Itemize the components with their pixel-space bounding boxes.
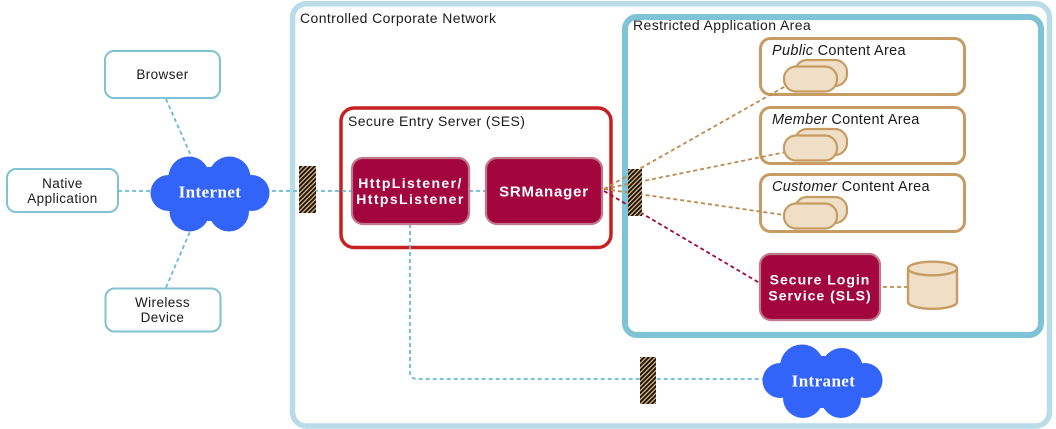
svg-text:Secure Entry Server (SES): Secure Entry Server (SES) <box>348 113 525 129</box>
svg-text:Service (SLS): Service (SLS) <box>768 288 871 304</box>
svg-text:Application: Application <box>27 191 97 206</box>
svg-text:Wireless: Wireless <box>135 295 190 310</box>
svg-text:SRManager: SRManager <box>499 184 589 201</box>
svg-text:Internet: Internet <box>179 183 242 202</box>
svg-text:Native: Native <box>42 176 83 191</box>
svg-text:Browser: Browser <box>136 67 188 82</box>
svg-text:HttpListener/: HttpListener/ <box>358 175 463 191</box>
svg-text:Device: Device <box>141 310 185 325</box>
svg-text:Member Content Area: Member Content Area <box>772 112 920 128</box>
svg-text:Controlled Corporate Network: Controlled Corporate Network <box>300 10 497 26</box>
svg-text:Customer Content Area: Customer Content Area <box>772 179 930 195</box>
svg-text:Restricted Application Area: Restricted Application Area <box>633 17 811 33</box>
svg-text:Intranet: Intranet <box>792 372 856 391</box>
svg-text:HttpsListener: HttpsListener <box>356 191 464 207</box>
svg-text:Public Content Area: Public Content Area <box>772 43 907 59</box>
svg-text:Secure Login: Secure Login <box>770 272 871 288</box>
